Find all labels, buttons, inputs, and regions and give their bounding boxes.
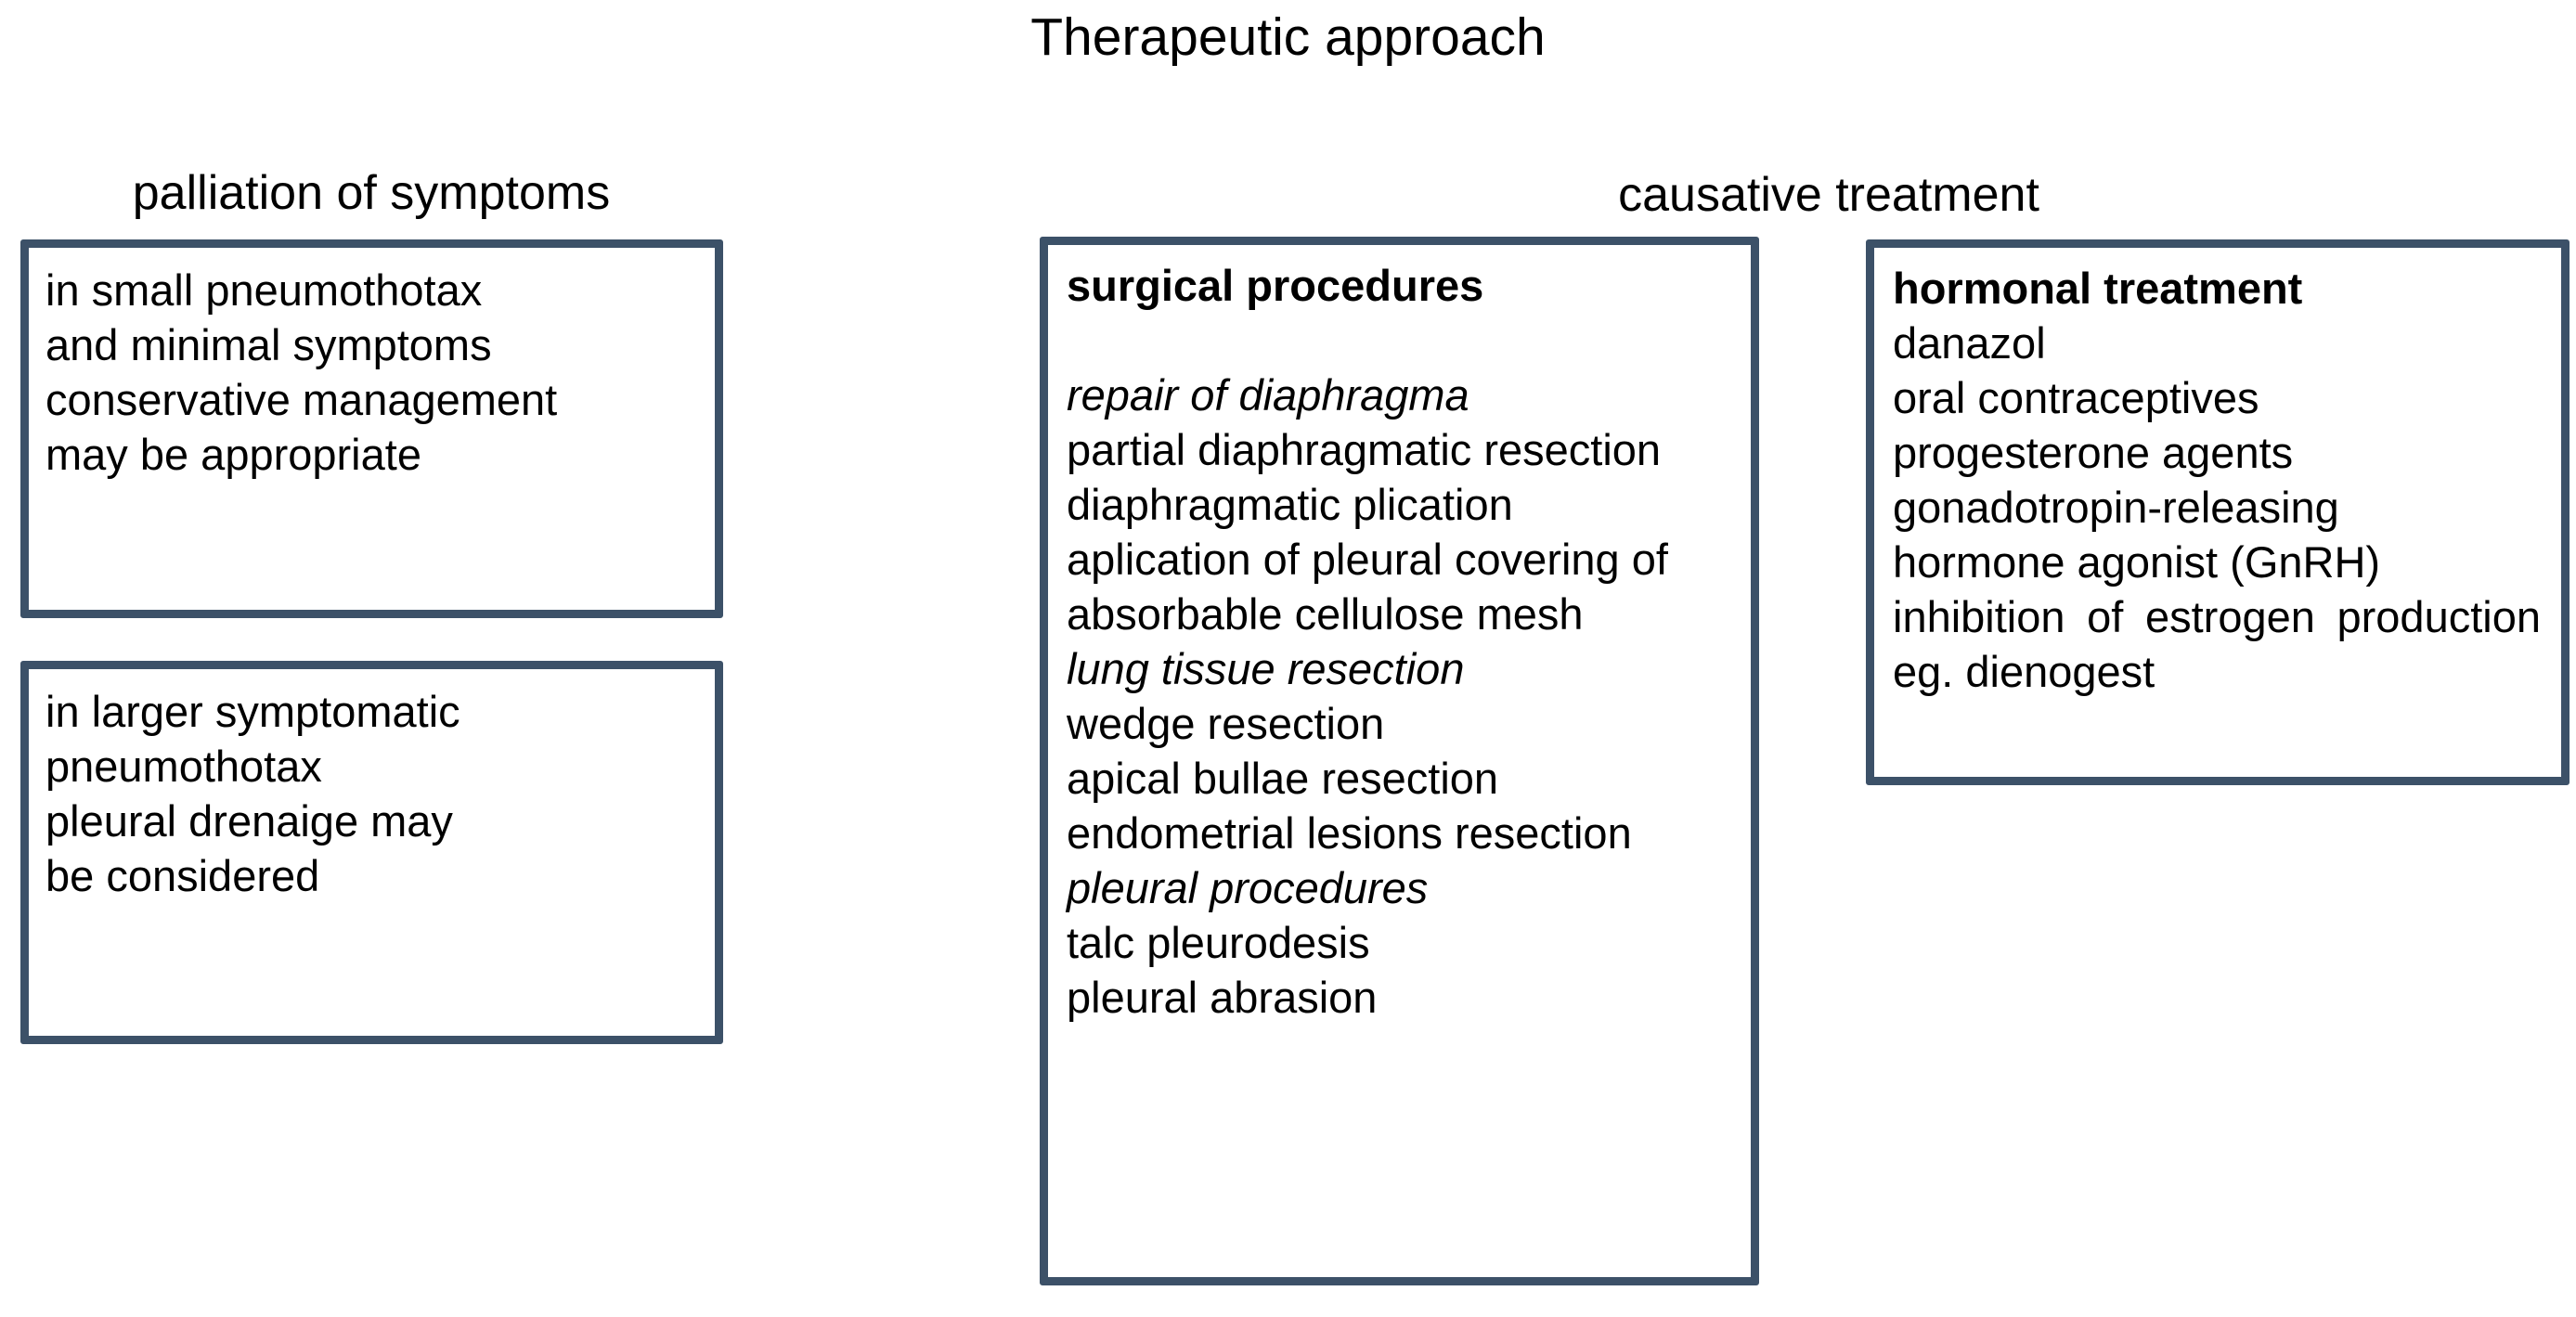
column-heading-causative: causative treatment — [1618, 168, 2039, 222]
box-heading: hormonal treatment — [1893, 264, 2303, 313]
box-content: hormonal treatment danazol oral contrace… — [1874, 248, 2561, 777]
box-hormonal-treatment: hormonal treatment danazol oral contrace… — [1866, 239, 2570, 785]
box-line: partial diaphragmatic resection — [1067, 425, 1662, 474]
box-surgical-procedures: surgical procedures repair of diaphragma… — [1040, 237, 1759, 1285]
box-line: aplication of pleural covering of — [1067, 535, 1668, 584]
box-line: diaphragmatic plication — [1067, 480, 1513, 529]
box-content: in small pneumothotax and minimal sympto… — [29, 248, 715, 610]
box-line: oral contraceptives — [1893, 373, 2259, 422]
box-line: danazol — [1893, 318, 2046, 368]
box-palliation-large-pneumothorax: in larger symptomatic pneumothotax pleur… — [20, 661, 723, 1044]
box-line: hormone agonist (GnRH) — [1893, 537, 2381, 587]
box-line: pleural drenaige may — [45, 796, 453, 846]
box-subheading: lung tissue resection — [1067, 644, 1465, 693]
box-line: gonadotropin-releasing — [1893, 483, 2339, 532]
box-line: be considered — [45, 851, 320, 900]
box-subheading: repair of diaphragma — [1067, 370, 1469, 420]
box-subheading: pleural procedures — [1067, 863, 1429, 912]
box-line: talc pleurodesis — [1067, 918, 1370, 967]
box-line: in larger symptomatic — [45, 687, 460, 736]
box-line: conservative management — [45, 375, 558, 424]
box-line: progesterone agents — [1893, 428, 2294, 477]
box-line: and minimal symptoms — [45, 320, 492, 369]
box-line: apical bullae resection — [1067, 754, 1499, 803]
page-title: Therapeutic approach — [1030, 7, 1546, 67]
box-heading: surgical procedures — [1067, 261, 1484, 310]
spacer — [1067, 313, 1734, 368]
box-line: in small pneumothotax — [45, 265, 483, 315]
box-line: wedge resection — [1067, 699, 1385, 748]
box-line: pneumothotax — [45, 742, 322, 791]
box-content: surgical procedures repair of diaphragma… — [1048, 245, 1751, 1277]
box-line: pleural abrasion — [1067, 973, 1378, 1022]
box-paragraph: inhibition of estrogen production eg. di… — [1893, 592, 2541, 696]
box-line: may be appropriate — [45, 430, 421, 479]
box-content: in larger symptomatic pneumothotax pleur… — [29, 669, 715, 1036]
box-palliation-small-pneumothorax: in small pneumothotax and minimal sympto… — [20, 239, 723, 618]
box-line: absorbable cellulose mesh — [1067, 589, 1584, 639]
column-heading-palliation: palliation of symptoms — [132, 166, 611, 220]
box-line: endometrial lesions resection — [1067, 808, 1632, 858]
